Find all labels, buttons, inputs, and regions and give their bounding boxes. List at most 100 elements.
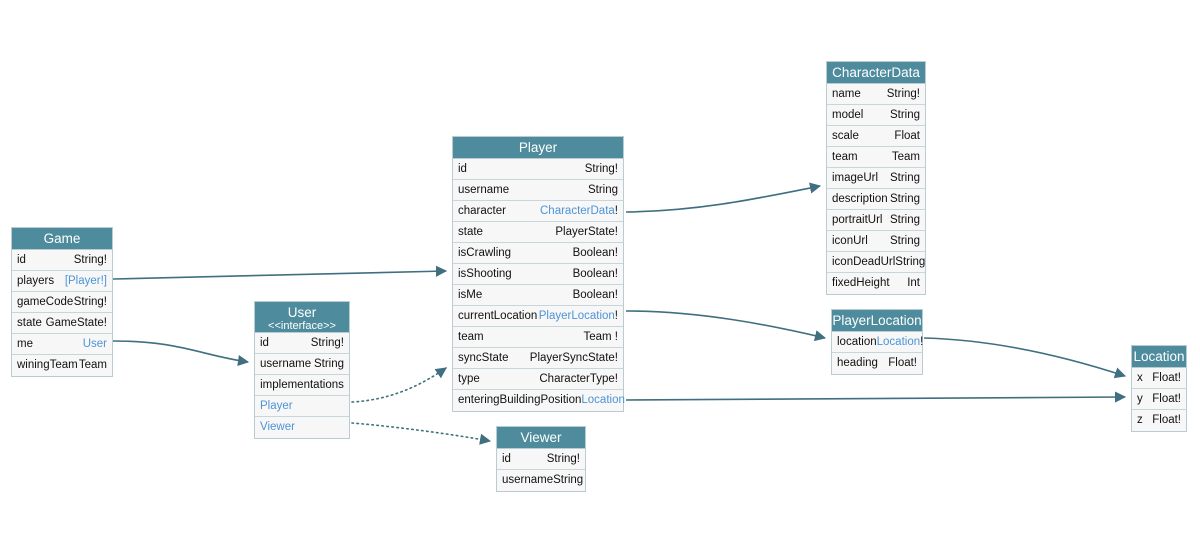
field-name: currentLocation bbox=[458, 309, 538, 322]
field-name: id bbox=[260, 336, 269, 349]
field-row[interactable]: currentLocation PlayerLocation! bbox=[453, 306, 623, 327]
field-row[interactable]: isShooting Boolean! bbox=[453, 264, 623, 285]
field-row[interactable]: character CharacterData! bbox=[453, 201, 623, 222]
edge-playerlocation-location-to-location bbox=[923, 337, 1127, 379]
implementation-row-viewer[interactable]: Viewer bbox=[255, 417, 349, 438]
field-row[interactable]: model String bbox=[827, 105, 925, 126]
entity-location[interactable]: Location x Float! y Float! z Float! bbox=[1131, 345, 1187, 432]
field-row[interactable]: id String! bbox=[497, 449, 585, 470]
field-type[interactable]: User bbox=[82, 337, 107, 350]
field-type[interactable]: PlayerLocation! bbox=[539, 306, 618, 327]
field-row[interactable]: state PlayerState! bbox=[453, 222, 623, 243]
edge-player-currentlocation-to-playerlocation bbox=[625, 310, 827, 342]
field-row[interactable]: id String! bbox=[453, 159, 623, 180]
field-row[interactable]: x Float! bbox=[1132, 368, 1186, 389]
field-row[interactable]: imageUrl String bbox=[827, 168, 925, 189]
field-row[interactable]: description String bbox=[827, 189, 925, 210]
field-name: character bbox=[458, 204, 506, 217]
field-row[interactable]: me User bbox=[12, 334, 112, 355]
field-row[interactable]: username String bbox=[255, 354, 349, 375]
field-row[interactable]: y Float! bbox=[1132, 389, 1186, 410]
field-name: heading bbox=[837, 357, 878, 369]
field-type: Team bbox=[78, 359, 107, 371]
entity-characterdata[interactable]: CharacterData name String! model String … bbox=[826, 61, 926, 295]
field-name: isShooting bbox=[458, 267, 512, 280]
edge-user-implements-player bbox=[351, 367, 447, 403]
field-type[interactable]: [Player!] bbox=[64, 274, 107, 287]
field-name: x bbox=[1137, 371, 1143, 384]
field-row[interactable]: type CharacterType! bbox=[453, 369, 623, 390]
edge-game-players-to-player bbox=[112, 265, 448, 280]
implementation-name[interactable]: Player bbox=[260, 399, 293, 412]
field-name: description bbox=[832, 192, 888, 205]
field-row[interactable]: name String! bbox=[827, 84, 925, 105]
field-row[interactable]: gameCode String! bbox=[12, 292, 112, 313]
field-type: Float! bbox=[1152, 414, 1181, 426]
field-row[interactable]: winingTeam Team bbox=[12, 355, 112, 376]
field-type-link[interactable]: Location bbox=[876, 335, 921, 348]
field-row[interactable]: location Location! bbox=[832, 332, 924, 353]
field-row[interactable]: username String bbox=[497, 470, 585, 491]
field-name: iconDeadUrl bbox=[832, 255, 896, 268]
field-row[interactable]: team Team bbox=[827, 147, 925, 168]
field-type: Float! bbox=[1152, 392, 1181, 405]
field-type: Int bbox=[907, 277, 920, 289]
edge-player-enteringbuildingposition-to-location bbox=[625, 391, 1127, 403]
field-name: z bbox=[1137, 414, 1143, 426]
field-type-nonnull: ! bbox=[614, 204, 618, 217]
field-type: String bbox=[889, 234, 920, 247]
entity-player[interactable]: Player id String! username String charac… bbox=[452, 136, 625, 412]
field-name: id bbox=[458, 162, 467, 175]
field-type: PlayerState! bbox=[555, 225, 618, 238]
field-row[interactable]: id String! bbox=[12, 250, 112, 271]
entity-location-title: Location bbox=[1132, 346, 1186, 368]
field-name: team bbox=[832, 150, 858, 163]
field-type: CharacterType! bbox=[539, 372, 618, 385]
entity-characterdata-title: CharacterData bbox=[827, 62, 925, 84]
field-row[interactable]: syncState PlayerSyncState! bbox=[453, 348, 623, 369]
entity-game[interactable]: Game id String! players [Player!] gameCo… bbox=[11, 227, 113, 377]
field-row[interactable]: scale Float bbox=[827, 126, 925, 147]
field-type[interactable]: CharacterData! bbox=[540, 201, 618, 222]
field-row[interactable]: iconDeadUrl String bbox=[827, 252, 925, 273]
field-type: String bbox=[313, 357, 344, 370]
field-row[interactable]: team Team ! bbox=[453, 327, 623, 348]
entity-playerlocation[interactable]: PlayerLocation location Location! headin… bbox=[831, 309, 923, 375]
field-row[interactable]: username String bbox=[453, 180, 623, 201]
field-name: name bbox=[832, 87, 861, 100]
field-name: location bbox=[837, 335, 877, 348]
field-row[interactable]: fixedHeight Int bbox=[827, 273, 925, 294]
field-name: players bbox=[17, 274, 55, 287]
field-row[interactable]: players [Player!] bbox=[12, 271, 112, 292]
field-row[interactable]: state GameState! bbox=[12, 313, 112, 334]
field-row[interactable]: z Float! bbox=[1132, 410, 1186, 431]
field-type-nonnull: ! bbox=[614, 309, 618, 322]
field-type: GameState! bbox=[45, 316, 107, 329]
field-row[interactable]: heading Float! bbox=[832, 353, 922, 374]
field-row[interactable]: enteringBuildingPosition Location bbox=[453, 390, 625, 411]
field-type: String bbox=[889, 213, 920, 226]
field-row[interactable]: iconUrl String bbox=[827, 231, 925, 252]
field-type: String! bbox=[73, 295, 107, 308]
field-name: id bbox=[17, 253, 26, 266]
field-type[interactable]: Location! bbox=[877, 332, 924, 353]
field-type: Boolean! bbox=[572, 267, 618, 280]
field-row[interactable]: portraitUrl String bbox=[827, 210, 925, 231]
field-type-link[interactable]: PlayerLocation bbox=[538, 309, 615, 322]
implementations-label-row: implementations bbox=[255, 375, 349, 396]
field-type: Float! bbox=[888, 357, 917, 369]
field-row[interactable]: isCrawling Boolean! bbox=[453, 243, 623, 264]
field-type-link[interactable]: CharacterData bbox=[540, 204, 615, 217]
field-type: String bbox=[889, 171, 920, 184]
entity-viewer[interactable]: Viewer id String! username String bbox=[496, 426, 586, 492]
implementation-row-player[interactable]: Player bbox=[255, 396, 349, 417]
implementation-name[interactable]: Viewer bbox=[260, 421, 295, 433]
field-row[interactable]: id String! bbox=[255, 333, 349, 354]
field-row[interactable]: isMe Boolean! bbox=[453, 285, 623, 306]
field-type[interactable]: Location bbox=[581, 394, 625, 406]
field-type: String bbox=[587, 183, 618, 196]
entity-user[interactable]: User <<interface>> id String! username S… bbox=[254, 301, 350, 439]
field-name: team bbox=[458, 330, 484, 343]
field-type: String! bbox=[886, 87, 920, 100]
